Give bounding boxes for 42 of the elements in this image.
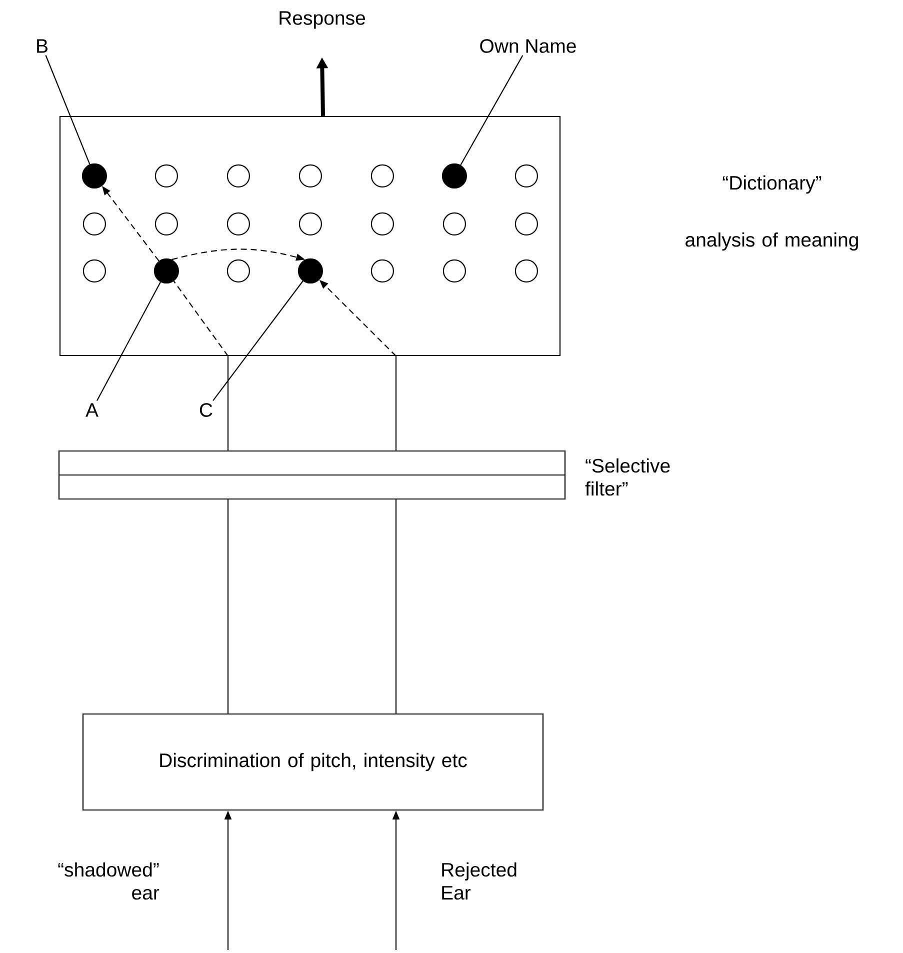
filled-dot — [154, 258, 179, 284]
callout-letter: C — [200, 403, 212, 417]
edge-label: “shadowed” ear — [58, 862, 160, 900]
dictionary-box — [59, 116, 561, 356]
dashed-line — [173, 280, 228, 356]
process-box: Discrimination of pitch, intensity etc — [82, 713, 544, 811]
leader-line — [460, 55, 524, 166]
leader-line — [395, 500, 397, 714]
empty-circle — [370, 164, 394, 188]
text-label: Response — [280, 11, 366, 29]
empty-circle — [226, 212, 250, 236]
filled-dot — [442, 163, 467, 188]
text-label: Own Name — [480, 39, 576, 53]
connector-line — [227, 356, 229, 450]
edge-label: Rejected Ear — [442, 862, 516, 900]
connector-line — [395, 356, 397, 450]
filled-dot — [298, 258, 323, 284]
empty-circle — [154, 164, 178, 188]
empty-circle — [226, 259, 250, 282]
empty-circle — [514, 212, 538, 236]
leader-line — [96, 282, 162, 401]
empty-circle — [82, 259, 106, 282]
callout-letter: B — [37, 39, 48, 53]
empty-circle — [370, 212, 394, 236]
empty-circle — [298, 212, 322, 236]
side-label: “Dictionary” analysis of meaning — [686, 175, 858, 251]
filled-dot — [82, 163, 107, 188]
empty-circle — [442, 212, 466, 236]
leader-line — [212, 280, 304, 401]
empty-circle — [514, 259, 538, 282]
empty-circle — [442, 259, 466, 282]
callout-letter: A — [86, 403, 98, 417]
empty-circle — [226, 164, 250, 188]
side-label: “Selective filter” — [585, 458, 670, 496]
leader-line — [45, 55, 90, 165]
empty-circle — [154, 212, 178, 236]
empty-circle — [514, 164, 538, 188]
empty-circle — [370, 259, 394, 282]
empty-circle — [298, 164, 322, 188]
empty-circle — [82, 212, 106, 236]
leader-line — [227, 500, 229, 714]
filter-bar — [58, 450, 566, 500]
